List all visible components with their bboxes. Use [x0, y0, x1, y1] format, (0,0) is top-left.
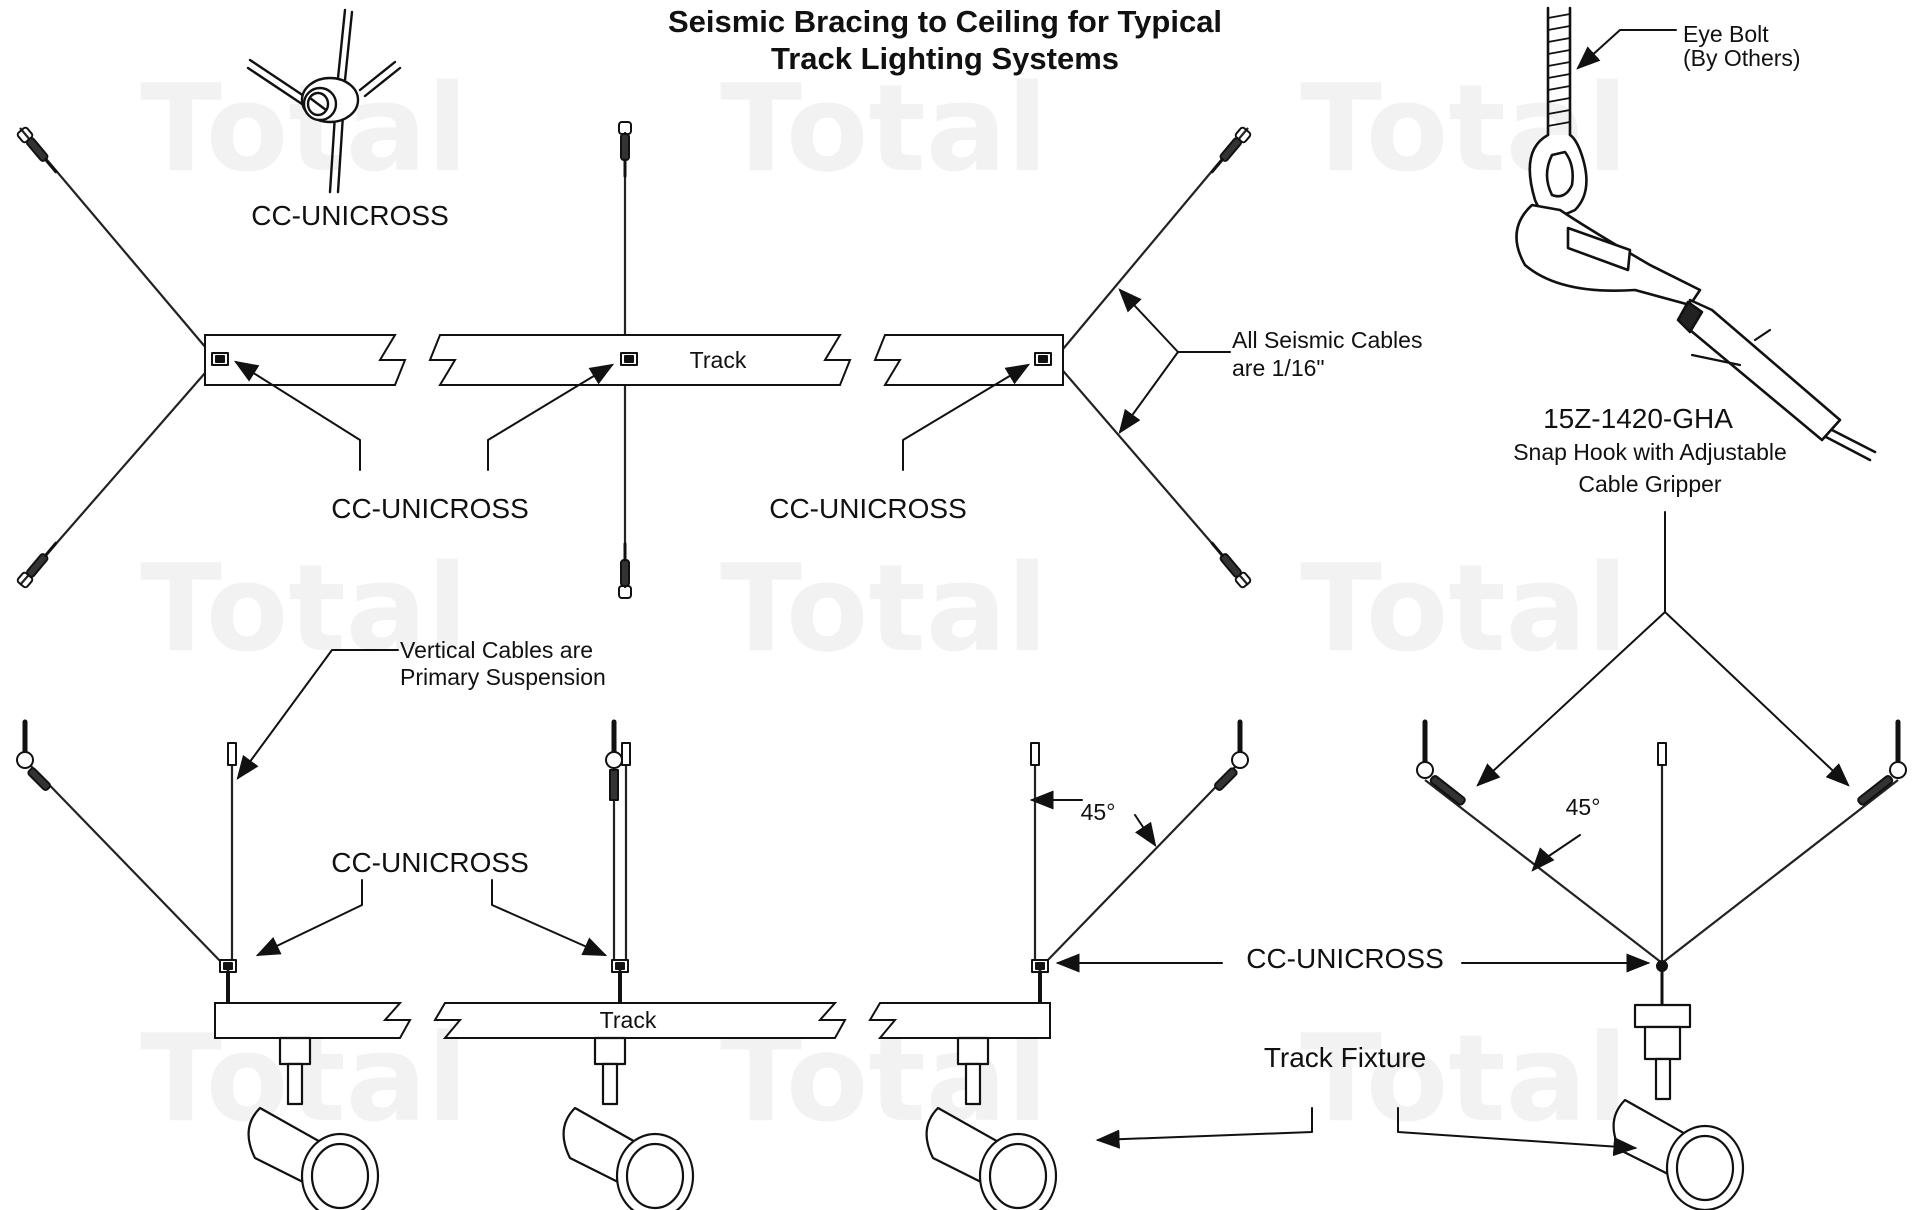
- snap-hook-label-line2: Cable Gripper: [1578, 471, 1722, 497]
- cc-unicross-detail-label: CC-UNICROSS: [251, 200, 449, 231]
- vertical-cables-note-line1: Vertical Cables are: [400, 637, 593, 663]
- snap-hook-fittings-top: [16, 121, 1252, 599]
- leaders-bottom: [236, 649, 1313, 1149]
- ceiling-anchors-bottom: [16, 719, 1249, 801]
- angle-label-right: 45°: [1566, 794, 1601, 820]
- seismic-cables-note-line1: All Seismic Cables: [1232, 327, 1422, 353]
- diagram-title-line1: Seismic Bracing to Ceiling for Typical: [668, 4, 1222, 39]
- watermark-text: Total: [720, 60, 1048, 199]
- vertical-cables-note-line2: Primary Suspension: [400, 664, 606, 690]
- track-top: [204, 334, 1064, 386]
- track-bottom: [214, 1002, 1051, 1039]
- cc-unicross-bottom-right-label: CC-UNICROSS: [1246, 943, 1444, 974]
- leaders-side: [1397, 511, 1850, 1157]
- diagram-title-line2: Track Lighting Systems: [771, 41, 1119, 76]
- watermark: Total Total Total Total Total Total Tota…: [140, 60, 1628, 1149]
- eye-bolt-label-line2: (By Others): [1683, 45, 1801, 71]
- eye-bolt-snap-hook-icon: [1515, 6, 1877, 462]
- seismic-cables-note-line2: are 1/16": [1232, 355, 1325, 381]
- leaders-top: [233, 288, 1231, 471]
- bottom-elevation-cables: [29, 748, 1238, 964]
- cc-unicross-bottom-label: CC-UNICROSS: [331, 847, 529, 878]
- cc-unicross-top-left-label: CC-UNICROSS: [331, 493, 529, 524]
- watermark-text: Total: [140, 60, 468, 199]
- watermark-text: Total: [1300, 540, 1628, 679]
- eye-bolt-label-line1: Eye Bolt: [1683, 21, 1769, 47]
- part-number-label: 15Z-1420-GHA: [1543, 403, 1733, 434]
- track-fixture-label: Track Fixture: [1264, 1042, 1426, 1073]
- side-elevation-fittings: [1416, 719, 1907, 1007]
- track-fixtures-bottom: [247, 1036, 1058, 1210]
- track-fixture-side: [1612, 1003, 1745, 1210]
- cc-unicross-detail-icon: [246, 8, 402, 194]
- watermark-text: Total: [720, 540, 1048, 679]
- cc-unicross-clamps-top: [211, 352, 1052, 366]
- track-bottom-label: Track: [600, 1007, 657, 1033]
- angle-label-left: 45°: [1081, 799, 1116, 825]
- track-top-label: Track: [690, 347, 747, 373]
- side-elevation-cables: [1424, 760, 1899, 964]
- watermark-text: Total: [140, 540, 468, 679]
- eye-bolt-leader: [1576, 29, 1677, 70]
- snap-hook-label-line1: Snap Hook with Adjustable: [1513, 439, 1787, 465]
- watermark-text: Total: [1300, 1010, 1628, 1149]
- cc-unicross-clamps-bottom: [219, 959, 1049, 1005]
- cc-unicross-top-right-label: CC-UNICROSS: [769, 493, 967, 524]
